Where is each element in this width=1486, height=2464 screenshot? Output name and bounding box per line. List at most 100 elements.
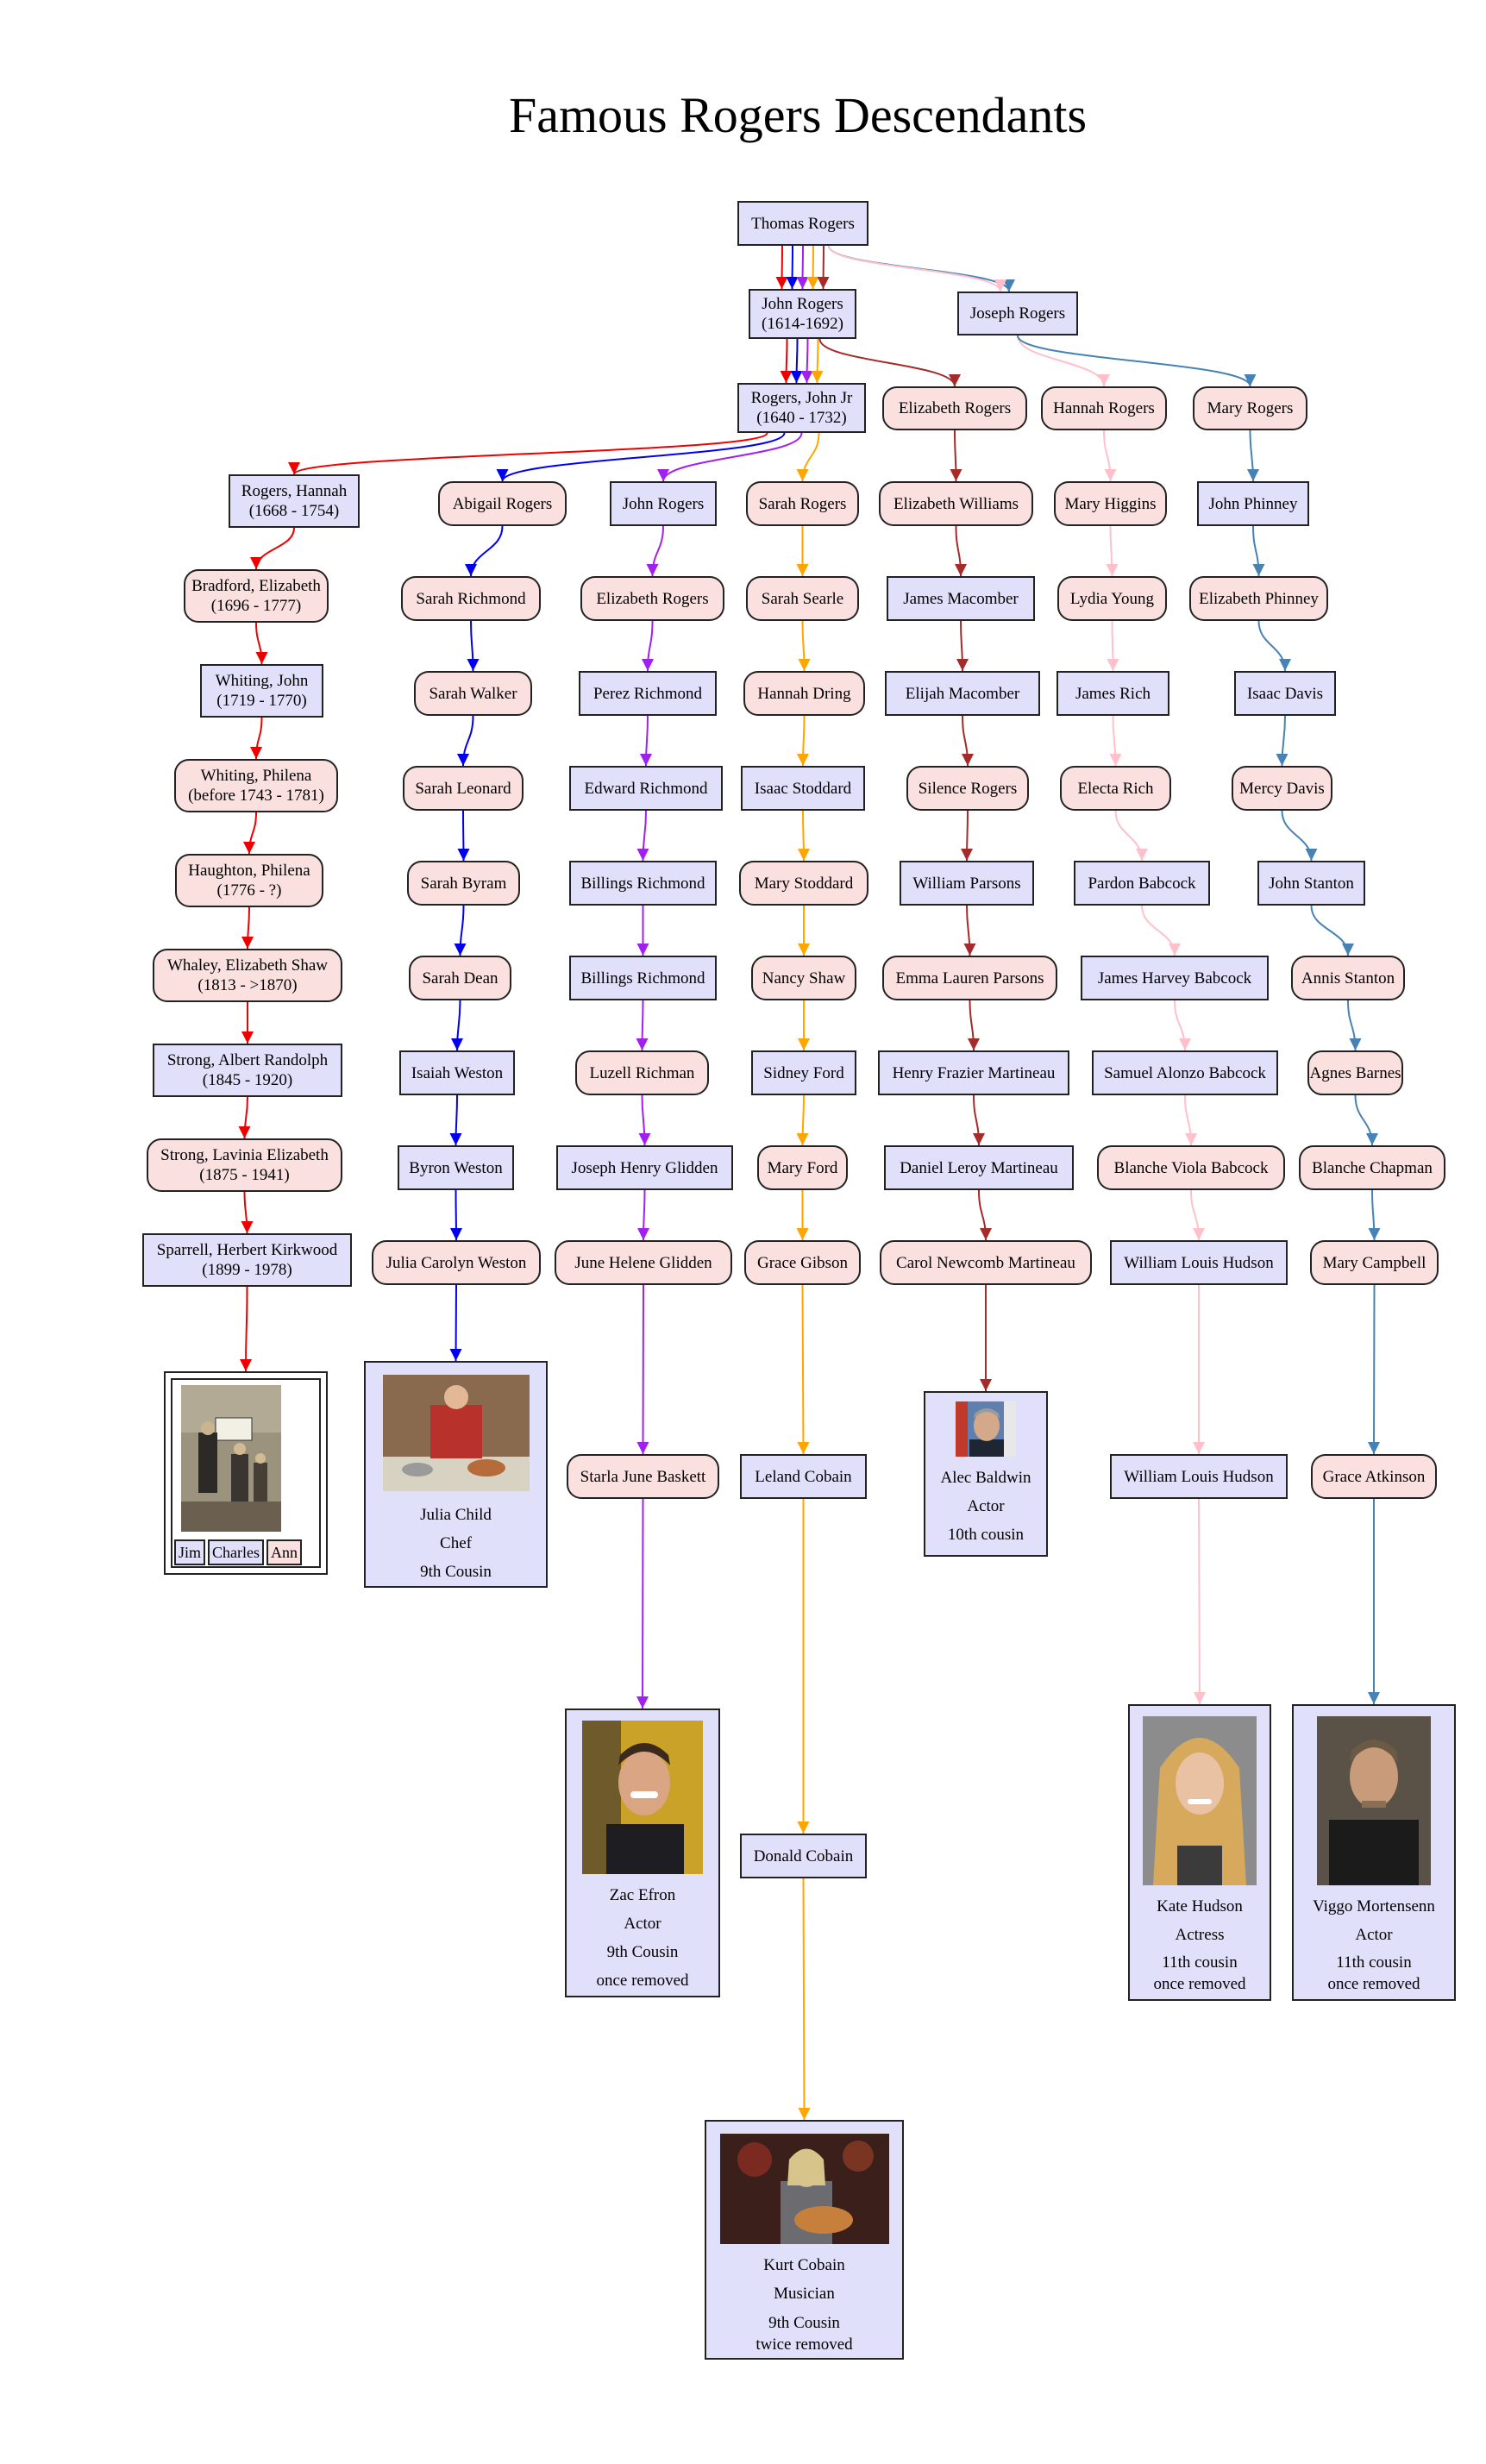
person-name: Isaac Stoddard (754, 779, 852, 798)
person-node-c4-4: Isaac Stoddard (741, 766, 865, 811)
person-node-c6-3: James Rich (1057, 671, 1169, 716)
edge-johnjr-to-c2_1 (496, 432, 786, 482)
edge-c2_9-to-julia (449, 1284, 462, 1362)
person-node-c1-7: Strong, Albert Randolph(1845 - 1920) (153, 1044, 342, 1097)
edge-maryr-to-c7_1 (1246, 429, 1259, 482)
person-name: Elizabeth Rogers (596, 589, 709, 608)
edge-elizr-to-c5_1 (950, 429, 962, 482)
edge-c2_6-to-c2_7 (451, 1000, 464, 1051)
person-name: Sarah Byram (420, 874, 507, 893)
person-name: Agnes Barnes (1309, 1063, 1401, 1082)
edge-c3_3-to-c3_4 (640, 715, 653, 767)
edge-c1_4-to-c1_5 (243, 812, 257, 855)
person-node-c6-9: William Louis Hudson (1110, 1240, 1288, 1285)
celebrity-card-zac-efron: Zac Efron Actor 9th Cousin once removed (565, 1708, 720, 1997)
person-node-c7-8: Blanche Chapman (1299, 1145, 1445, 1190)
person-node-maryr: Mary Rogers (1193, 386, 1307, 430)
person-name: Julia Carolyn Weston (386, 1253, 527, 1272)
person-node-c2-5: Sarah Byram (407, 861, 520, 906)
family-photo-card: Jim Charles Ann (164, 1371, 328, 1575)
edge-c7_6-to-c7_7 (1347, 1000, 1362, 1051)
person-node-joseph: Joseph Rogers (957, 292, 1078, 335)
person-dates: (1813 - >1870) (198, 976, 298, 994)
person-name: Mary Rogers (1207, 399, 1294, 417)
viggo-mortensenn-photo (1317, 1716, 1431, 1885)
person-node-c1-1: Rogers, Hannah(1668 - 1754) (229, 474, 360, 528)
person-name: Sarah Rogers (758, 494, 847, 513)
person-name: Elizabeth Phinney (1199, 589, 1319, 608)
person-name: Mary Stoddard (754, 874, 854, 893)
person-node-c3-1: John Rogers (610, 481, 717, 526)
kate-hudson-relation: 11th cousin (1162, 1953, 1238, 1972)
celebrity-card-julia-child: Julia Child Chef 9th Cousin (364, 1361, 548, 1588)
person-node-c4-8: Mary Ford (757, 1145, 848, 1190)
person-name: Sarah Dean (422, 969, 498, 987)
edge-thomas-to-john (806, 245, 819, 290)
zac-efron-role: Actor (624, 1915, 661, 1933)
person-node-hannahr: Hannah Rogers (1041, 386, 1167, 430)
edge-thomas-to-john (775, 245, 788, 290)
person-node-c3-2: Elizabeth Rogers (580, 576, 724, 621)
person-dates: (1640 - 1732) (756, 409, 847, 427)
edge-thomas-to-john (796, 245, 809, 290)
person-node-c7-1: John Phinney (1197, 481, 1309, 526)
person-node-c5-9: Carol Newcomb Martineau (880, 1240, 1092, 1285)
person-name: Rogers, Hannah (241, 482, 348, 500)
edge-c6_1-to-c6_2 (1106, 525, 1119, 577)
person-node-c3-4: Edward Richmond (569, 766, 723, 811)
person-dates: (1614-1692) (762, 315, 843, 333)
edge-c5_1-to-c5_2 (954, 525, 967, 577)
person-name: Starla June Baskett (580, 1467, 706, 1486)
person-node-c3-7: Luzell Richman (575, 1050, 709, 1095)
person-node-c1-2: Bradford, Elizabeth(1696 - 1777) (184, 569, 329, 623)
person-name: Mary Campbell (1322, 1253, 1426, 1272)
person-name: Annis Stanton (1301, 969, 1395, 987)
edge-c7_9-to-c7_10 (1368, 1284, 1381, 1455)
person-node-c4-1: Sarah Rogers (746, 481, 859, 526)
person-name: Electa Rich (1077, 779, 1154, 798)
edge-c4_3-to-c4_4 (797, 715, 810, 767)
edge-c3_1-to-c3_2 (646, 525, 664, 577)
edge-thomas-to-joseph (828, 245, 1006, 292)
person-name: Hannah Dring (757, 684, 851, 703)
zac-efron-photo (582, 1721, 703, 1874)
person-node-c3-5: Billings Richmond (569, 861, 717, 906)
edge-c7_4-to-c7_5 (1281, 810, 1318, 862)
edge-c2_3-to-c2_4 (457, 715, 474, 767)
edge-c6_4-to-c6_5 (1114, 810, 1148, 862)
person-name: Elijah Macomber (905, 684, 1020, 703)
person-name: Thomas Rogers (751, 214, 855, 233)
person-name: James Rich (1075, 684, 1151, 703)
edge-c6_10-to-kate (1193, 1498, 1206, 1705)
person-node-c2-1: Abigail Rogers (438, 481, 567, 526)
edge-c1_5-to-c1_6 (241, 906, 254, 950)
person-name: Billings Richmond (580, 969, 705, 987)
person-name: Elizabeth Rogers (898, 399, 1012, 417)
person-dates: (before 1743 - 1781) (188, 787, 324, 805)
julia-child-name: Julia Child (420, 1506, 492, 1524)
edge-c1_9-to-family (240, 1286, 253, 1372)
edge-johnjr-to-c4_1 (796, 432, 820, 482)
edge-c5_4-to-c5_5 (961, 810, 974, 862)
person-node-c5-7: Henry Frazier Martineau (878, 1050, 1069, 1095)
person-node-c3-10: Starla June Baskett (567, 1454, 719, 1499)
person-node-c7-2: Elizabeth Phinney (1189, 576, 1328, 621)
person-node-c3-6: Billings Richmond (569, 956, 717, 1000)
person-name: Joseph Rogers (969, 304, 1066, 323)
alec-baldwin-role: Actor (967, 1497, 1005, 1515)
person-name: Pardon Babcock (1088, 874, 1196, 893)
person-node-c2-3: Sarah Walker (414, 671, 532, 716)
person-name: Sarah Leonard (415, 779, 511, 798)
person-name: Nancy Shaw (762, 969, 846, 987)
edge-c1_7-to-c1_8 (238, 1096, 251, 1139)
person-node-c5-6: Emma Lauren Parsons (882, 956, 1057, 1000)
celebrity-card-kurt-cobain: Kurt Cobain Musician 9th Cousin twice re… (705, 2120, 904, 2360)
edge-johnjr-to-c3_1 (657, 432, 803, 482)
edge-c7_3-to-c7_4 (1276, 715, 1288, 767)
person-name: Hannah Rogers (1053, 399, 1155, 417)
edge-c1_8-to-c1_9 (241, 1191, 254, 1234)
person-node-c7-4: Mercy Davis (1232, 766, 1332, 811)
person-node-c2-9: Julia Carolyn Weston (372, 1240, 541, 1285)
person-name: James Macomber (903, 589, 1019, 608)
viggo-mortensenn-role: Actor (1355, 1926, 1393, 1944)
